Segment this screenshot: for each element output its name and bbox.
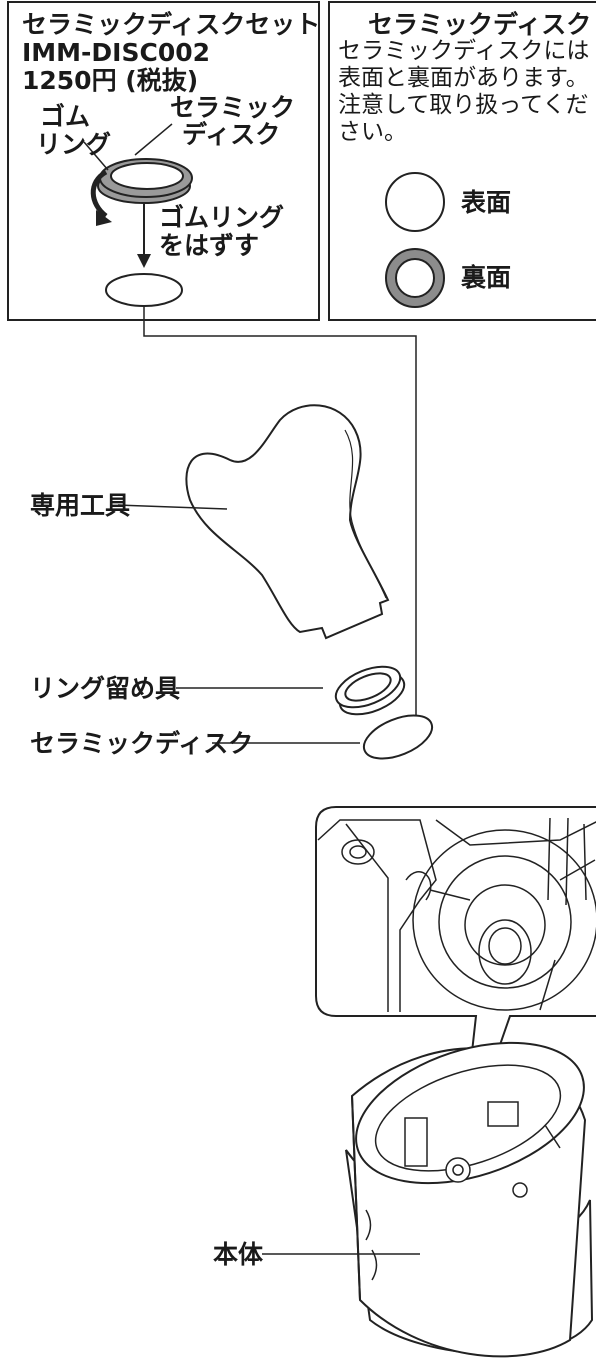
rubber-ring-label-line1: ゴム [40,102,91,131]
main-body-label: 本体 [213,1240,264,1269]
ceramic-disc [362,714,434,760]
disc-note-line1: セラミックディスクには [338,38,590,64]
remove-arrowhead-icon [137,254,151,268]
rotate-arrowhead-icon [96,210,112,226]
special-tool [185,404,390,640]
removed-disc [105,273,183,307]
rubber-ring-label-line2: リング [36,130,112,159]
product-panel [7,1,320,321]
front-side-icon [385,172,445,232]
front-side-label: 表面 [461,188,512,217]
product-price: 1250円 (税抜) [22,66,199,95]
disc-note-title: セラミックディスク [368,10,592,39]
main-body [345,1041,594,1358]
remove-step-line1: ゴムリング [159,203,285,232]
ceramic-disc-label-line2: ディスク [182,120,281,149]
disc-note-panel [328,1,596,321]
tool-leader-line [117,504,228,510]
remove-step-line2: をはずす [159,231,260,260]
back-side-label: 裏面 [461,263,512,292]
disc-note-line2: 表面と裏面があります。 [338,65,589,91]
back-side-inner [395,258,435,298]
product-name: セラミックディスクセット [22,10,321,39]
zoom-detail [317,817,596,1012]
disc-note-line3: 注意して取り扱ってくだ [338,92,589,118]
disc-connector-line [143,306,417,720]
tool-edge [344,429,387,599]
rotate-arrow-icon [90,169,108,218]
disc-note-line4: さい。 [338,119,407,145]
special-tool-label: 専用工具 [30,491,131,520]
ring-retainer [334,665,406,716]
ring-retainer-label: リング留め具 [30,674,181,703]
disc-with-ring-illustration [83,123,193,204]
ceramic-disc-part-label: セラミックディスク [30,729,254,758]
ceramic-disc-label-line1: セラミック [170,93,296,122]
product-code: IMM-DISC002 [22,38,211,67]
